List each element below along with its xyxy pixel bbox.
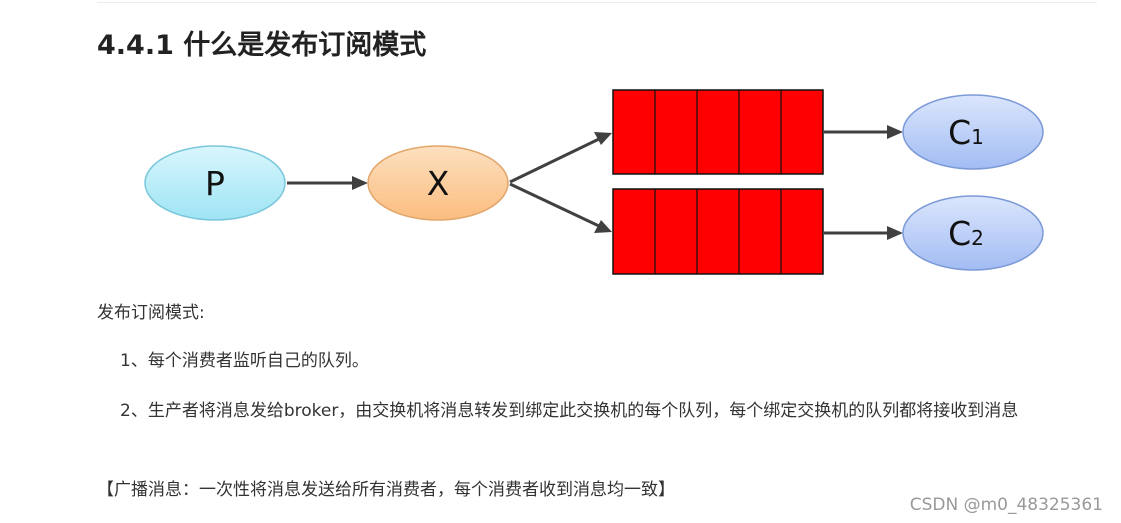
producer-node: P: [144, 145, 286, 221]
consumer-1-node: C1: [902, 94, 1044, 170]
arrow-queue-1-to-c1: [824, 125, 903, 139]
arrow-x-to-queue-1: [509, 132, 612, 184]
producer-label: P: [205, 164, 225, 203]
consumer-1-letter: C: [948, 113, 971, 152]
queue-1: [612, 89, 824, 175]
csdn-watermark: CSDN @m0_48325361: [909, 495, 1103, 515]
pubsub-label: 发布订阅模式:: [97, 303, 205, 323]
pubsub-diagram: P X C1 C2: [144, 89, 1044, 275]
queue-2: [612, 188, 824, 275]
arrow-x-to-queue-2: [509, 182, 612, 233]
consumer-1-subscript: 1: [971, 125, 984, 149]
list-item-1: 1、每个消费者监听自己的队列。: [120, 351, 369, 371]
arrow-queue-2-to-c2: [824, 226, 903, 240]
svg-text:C2: C2: [948, 214, 984, 253]
exchange-node: X: [367, 145, 509, 221]
arrow-p-to-x: [287, 176, 368, 190]
svg-text:C1: C1: [948, 113, 984, 152]
consumer-2-subscript: 2: [971, 226, 984, 250]
consumer-2-letter: C: [948, 214, 971, 253]
exchange-label: X: [427, 164, 450, 203]
top-divider: [97, 2, 1097, 3]
section-heading: 4.4.1 什么是发布订阅模式: [97, 30, 427, 61]
list-item-2: 2、生产者将消息发给broker，由交换机将消息转发到绑定此交换机的每个队列，每…: [120, 401, 1019, 421]
broadcast-note: 【广播消息：一次性将消息发送给所有消费者，每个消费者收到消息均一致】: [97, 480, 675, 500]
consumer-2-node: C2: [902, 195, 1044, 271]
